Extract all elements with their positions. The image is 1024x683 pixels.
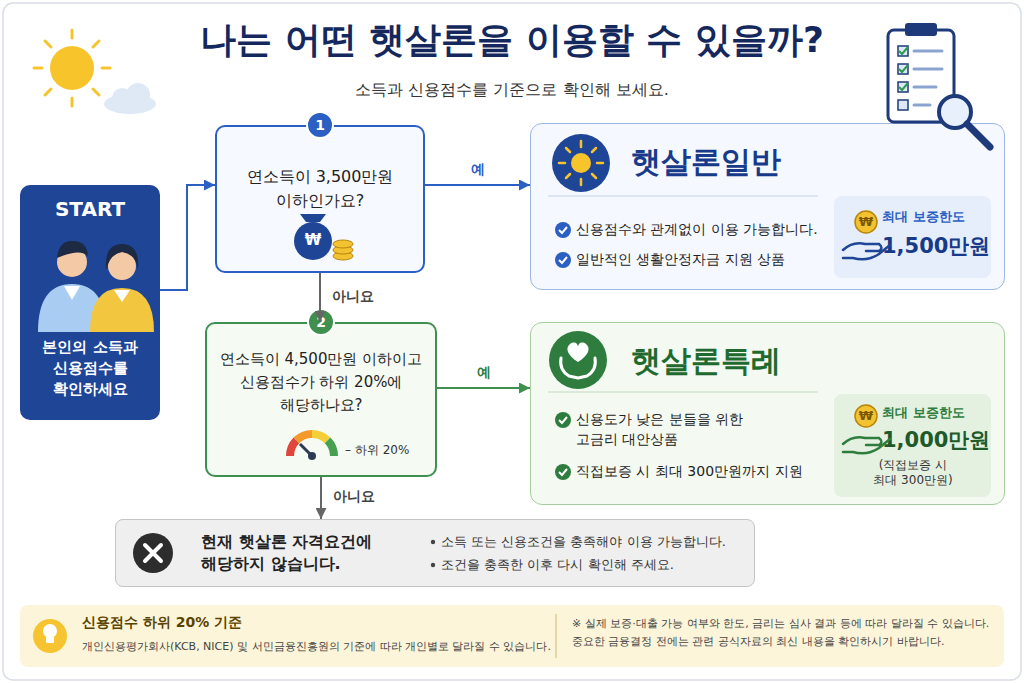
edge-label: 아니요: [332, 288, 392, 306]
limit-heading: 최대 보증한도: [882, 404, 987, 422]
clipboard-icon: [898, 100, 908, 110]
currency-symbol: ₩: [854, 214, 878, 229]
clipboard-icon: [899, 83, 908, 90]
flow-arrow: [425, 184, 530, 186]
clipboard-icon: [914, 51, 942, 105]
edge-label: 예: [448, 161, 508, 179]
note-heading: 신용점수 하위 20% 기준: [82, 614, 382, 632]
flow-arrow: [437, 387, 530, 389]
flow-arrow: [160, 185, 215, 290]
sun-decoration: [34, 30, 110, 106]
product-title: 햇살론일반: [631, 142, 831, 183]
result-box: 현재 햇살론 자격요건에 해당하지 않습니다. 소득 또는 신용조건을 충족해야 …: [115, 519, 755, 587]
bullet-text: 조건을 충족한 이후 다시 확인해 주세요.: [441, 556, 741, 574]
cloud-decoration: [104, 94, 156, 114]
bullet-text: 소득 또는 신용조건을 충족해야 이용 가능합니다.: [441, 533, 741, 551]
sun-decoration: [45, 41, 51, 47]
product-box: 햇살론특례신용도가 낮은 분들을 위한 고금리 대안상품직접보증 시 최대 30…: [530, 322, 1005, 505]
bullet-text: 신용도가 낮은 분들을 위한 고금리 대안상품: [576, 409, 776, 449]
sun-decoration: [50, 46, 94, 90]
sun-decoration: [34, 67, 42, 70]
note-band: 신용점수 하위 20% 기준개인신용평가회사(KCB, NICE) 및 서민금융…: [20, 605, 1004, 667]
bullet-text: 직접보증 시 최대 300만원까지 지원: [576, 461, 836, 481]
edge-label: 아니요: [333, 488, 393, 506]
gauge-label: – 하위 20%: [345, 442, 430, 459]
limit-note: (직접보증 시 최대 300만원): [868, 458, 958, 488]
clipboard-icon: [914, 68, 942, 71]
product-title: 햇살론특례: [631, 341, 831, 382]
clipboard-icon: [888, 30, 954, 122]
clipboard-icon: [914, 104, 930, 107]
clipboard-icon: [898, 46, 908, 56]
limit-heading: 최대 보증한도: [882, 208, 987, 226]
start-box: START 본인의 소득과 신용점수를 확인하세요: [20, 185, 160, 420]
flow-arrow: [320, 477, 322, 519]
product-box: 햇살론일반신용점수와 관계없이 이용 가능합니다. 일반적인 생활안정자금 지원 …: [530, 123, 1005, 290]
question-text: 연소득이 4,500만원 이하이고 신용점수가 하위 20%에 해당하나요?: [217, 348, 425, 417]
sun-decoration: [93, 89, 99, 95]
page-title: 나는 어떤 햇살론을 이용할 수 있을까?: [0, 16, 1024, 65]
clipboard-icon: [898, 64, 908, 74]
bullet-text: 신용점수와 관계없이 이용 가능합니다.: [576, 219, 836, 239]
start-heading: START: [20, 197, 160, 221]
clipboard-icon: [905, 23, 937, 36]
clipboard-icon: [898, 82, 908, 92]
note-text: 개인신용평가회사(KCB, NICE) 및 서민금융진흥원의 기준에 따라 개인…: [82, 639, 557, 654]
currency-symbol: ₩: [854, 408, 878, 423]
limit-amount: 1,000만원: [882, 426, 990, 454]
sun-decoration: [45, 89, 51, 95]
clipboard-icon: [899, 47, 908, 54]
sun-decoration: [93, 41, 99, 47]
clipboard-icon: [914, 86, 936, 89]
callout-number: 1: [306, 111, 334, 139]
decision-box: 2연소득이 4,500만원 이하이고 신용점수가 하위 20%에 해당하나요?–…: [205, 322, 437, 477]
question-text: 연소득이 3,500만원 이하인가요?: [229, 165, 411, 213]
sun-decoration: [34, 30, 110, 106]
sun-decoration: [71, 98, 74, 106]
limit-amount: 1,500만원: [882, 232, 990, 260]
clipboard-icon: [899, 65, 908, 72]
page-caption: 소득과 신용점수를 기준으로 확인해 보세요.: [0, 80, 1024, 101]
disclaimer-text: ※ 실제 보증·대출 가능 여부와 한도, 금리는 심사 결과 등에 따라 달라…: [572, 615, 997, 651]
limit-box: 최대 보증한도 1,500만원: [834, 196, 991, 278]
callout-number: 2: [307, 308, 335, 336]
bullet-text: 일반적인 생활안정자금 지원 상품: [576, 249, 836, 269]
limit-box: 최대 보증한도 1,000만원 (직접보증 시 최대 300만원): [834, 394, 991, 497]
cloud-decoration: [126, 83, 150, 107]
clipboard-icon: [898, 46, 908, 110]
result-heading: 현재 햇살론 자격요건에 해당하지 않습니다.: [201, 531, 401, 575]
page-frame: [3, 3, 1021, 680]
cloud-decoration: [112, 88, 132, 108]
start-instruction: 본인의 소득과 신용점수를 확인하세요: [30, 337, 150, 400]
decision-box: 1연소득이 3,500만원 이하인가요?: [215, 125, 425, 273]
clipboard-icon: [914, 50, 942, 53]
sun-decoration: [102, 67, 110, 70]
cloud-decoration: [104, 83, 156, 114]
clipboard-icon: [899, 47, 908, 90]
currency-symbol: ₩: [301, 231, 325, 249]
sun-decoration: [71, 30, 74, 38]
edge-label: 예: [454, 364, 514, 382]
